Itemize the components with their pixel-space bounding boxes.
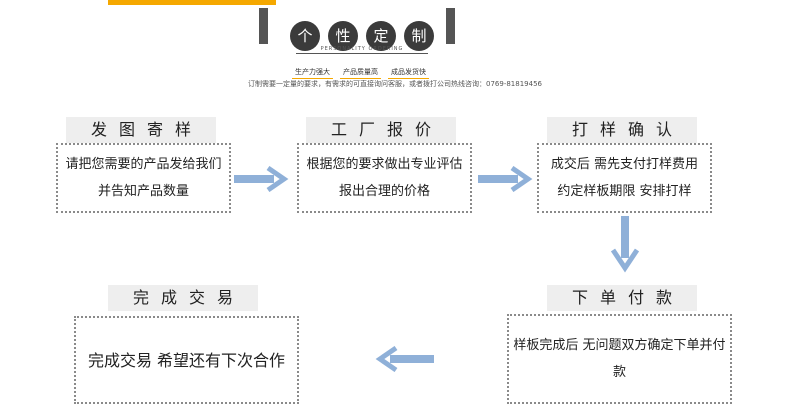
title-char: 个 <box>290 21 320 51</box>
page-subtitle: PERSONALITY ORDERING <box>320 46 404 52</box>
step-box-send-sample: 请把您需要的产品发给我们 并告知产品数量 <box>56 143 231 213</box>
feature-tags: 生产力强大 产品质量高 成品发货快 <box>292 66 429 79</box>
step-box-quote: 根据您的要求做出专业评估 报出合理的价格 <box>297 143 472 213</box>
contact-notice: 订制需要一定量的要求，有需求的可直接询问客服，或者拨打公司热线咨询：0769-8… <box>248 80 542 88</box>
title-char: 性 <box>328 21 358 51</box>
title-decoration-right <box>446 8 455 44</box>
title-decoration-left <box>259 8 268 44</box>
page-title: 个 性 定 制 <box>290 21 434 51</box>
top-accent-bar <box>108 0 276 5</box>
step-box-payment: 样板完成后 无问题双方确定下单并付款 <box>507 314 732 404</box>
arrow-left-icon <box>375 346 434 372</box>
feature-tag: 产品质量高 <box>340 66 381 79</box>
title-underline <box>296 53 428 54</box>
step-label-quote: 工厂报价 <box>306 117 456 143</box>
arrow-right-icon <box>234 166 289 192</box>
step-box-confirm: 成交后 需先支付打样费用 约定样板期限 安排打样 <box>537 143 712 213</box>
step-label-complete: 完成交易 <box>108 285 258 311</box>
title-char: 制 <box>404 21 434 51</box>
step-label-send-sample: 发图寄样 <box>66 117 216 143</box>
step-label-confirm: 打样确认 <box>547 117 697 143</box>
arrow-right-icon <box>478 166 533 192</box>
feature-tag: 生产力强大 <box>292 66 333 79</box>
step-label-payment: 下单付款 <box>547 285 697 311</box>
step-box-complete: 完成交易 希望还有下次合作 <box>74 316 299 404</box>
feature-tag: 成品发货快 <box>388 66 429 79</box>
title-char: 定 <box>366 21 396 51</box>
arrow-down-icon <box>610 216 640 273</box>
